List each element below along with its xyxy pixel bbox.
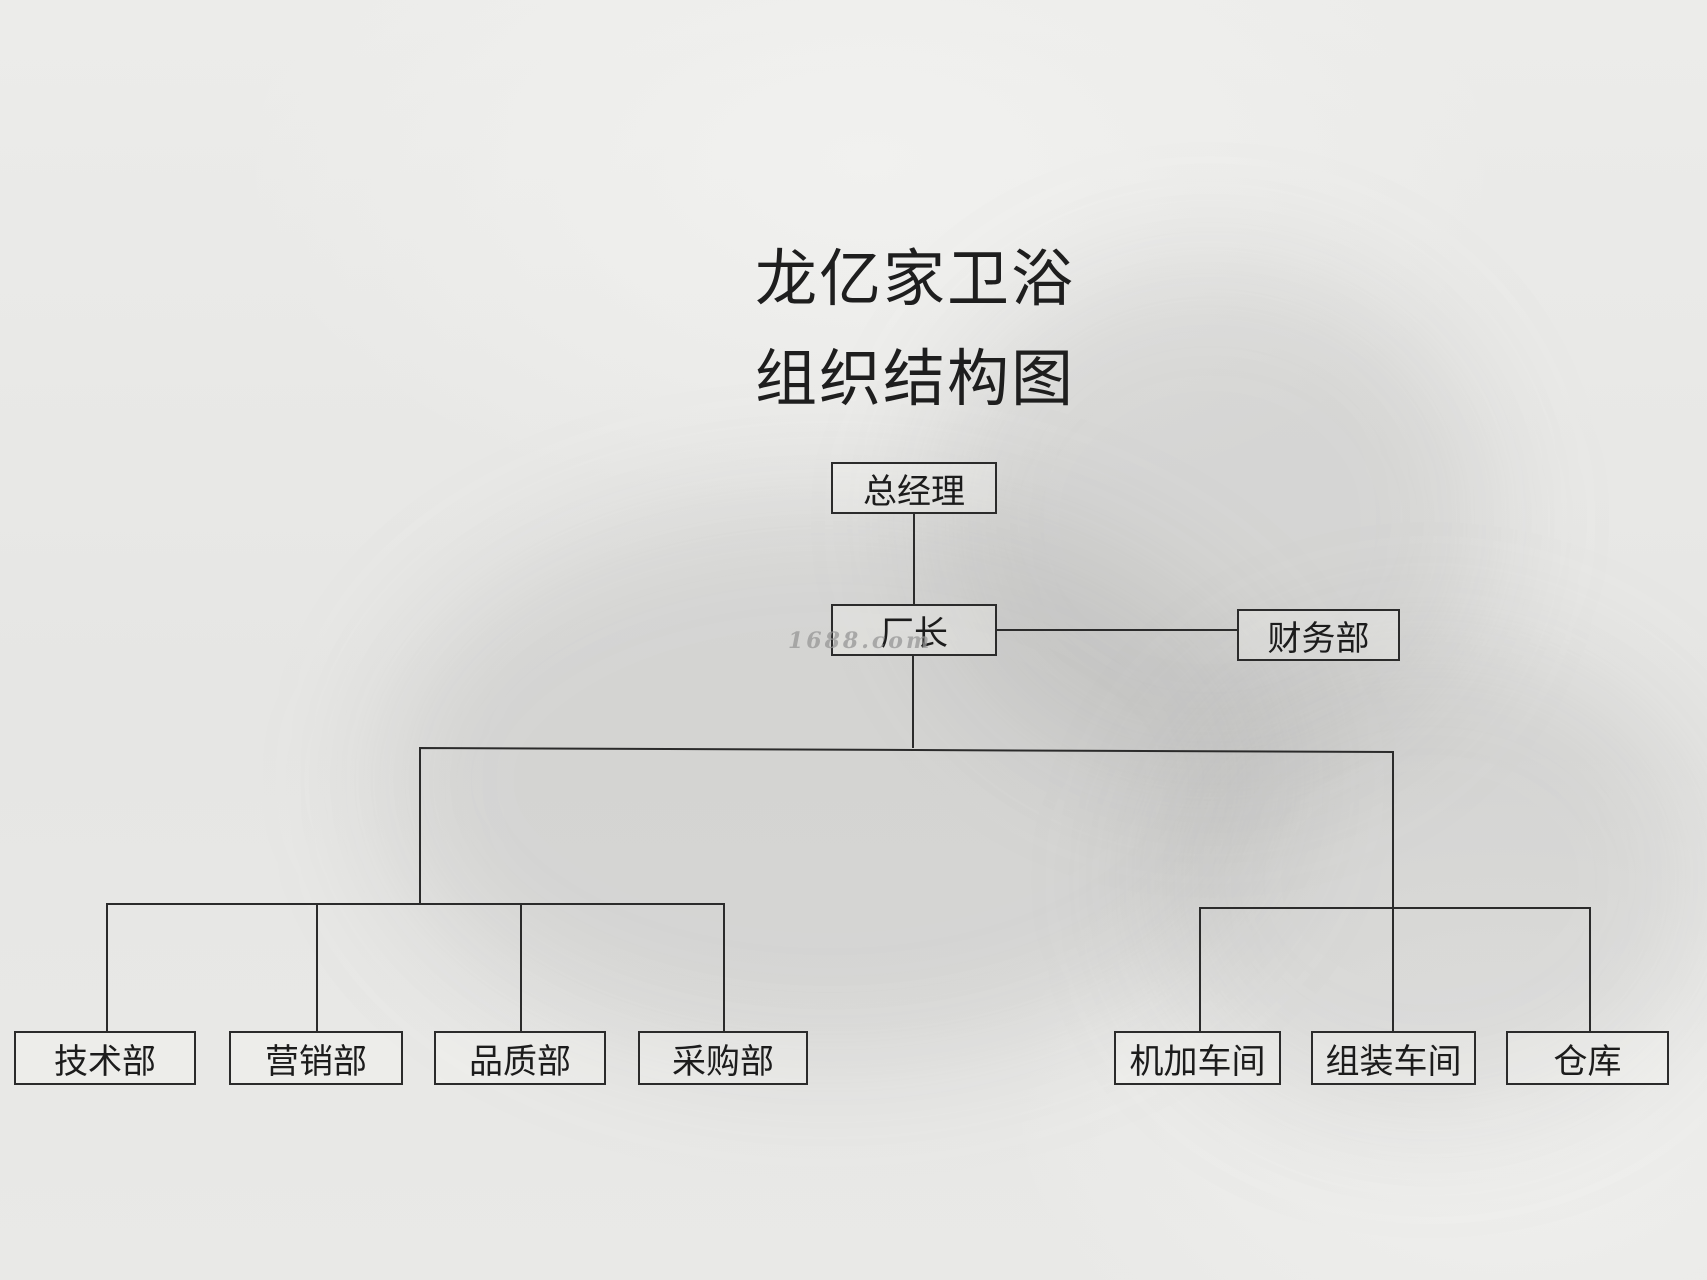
node-marketing: 营销部 (229, 1031, 403, 1085)
watermark-1688: 1688.com (788, 628, 933, 654)
hand-shadow-upper (930, 260, 1490, 780)
node-factory-director: 厂长 (831, 604, 997, 656)
node-purchasing: 采购部 (638, 1031, 808, 1085)
connector-main-bus (419, 746, 1394, 908)
hand-shadow-right (1150, 640, 1707, 1120)
node-finance: 财务部 (1237, 609, 1400, 661)
node-quality: 品质部 (434, 1031, 606, 1085)
node-assembly-workshop: 组装车间 (1311, 1031, 1476, 1085)
chart-title-subtitle: 组织结构图 (754, 342, 1075, 415)
hand-shadow-middle (380, 500, 1280, 1060)
node-general-manager: 总经理 (831, 462, 997, 514)
connector-right-bus (1199, 907, 1591, 1032)
node-technology: 技术部 (14, 1031, 196, 1085)
node-warehouse: 仓库 (1506, 1031, 1669, 1085)
node-machining-workshop: 机加车间 (1114, 1031, 1281, 1085)
chart-title-company: 龙亿家卫浴 (754, 242, 1075, 315)
connector-left-bus (106, 903, 725, 1032)
